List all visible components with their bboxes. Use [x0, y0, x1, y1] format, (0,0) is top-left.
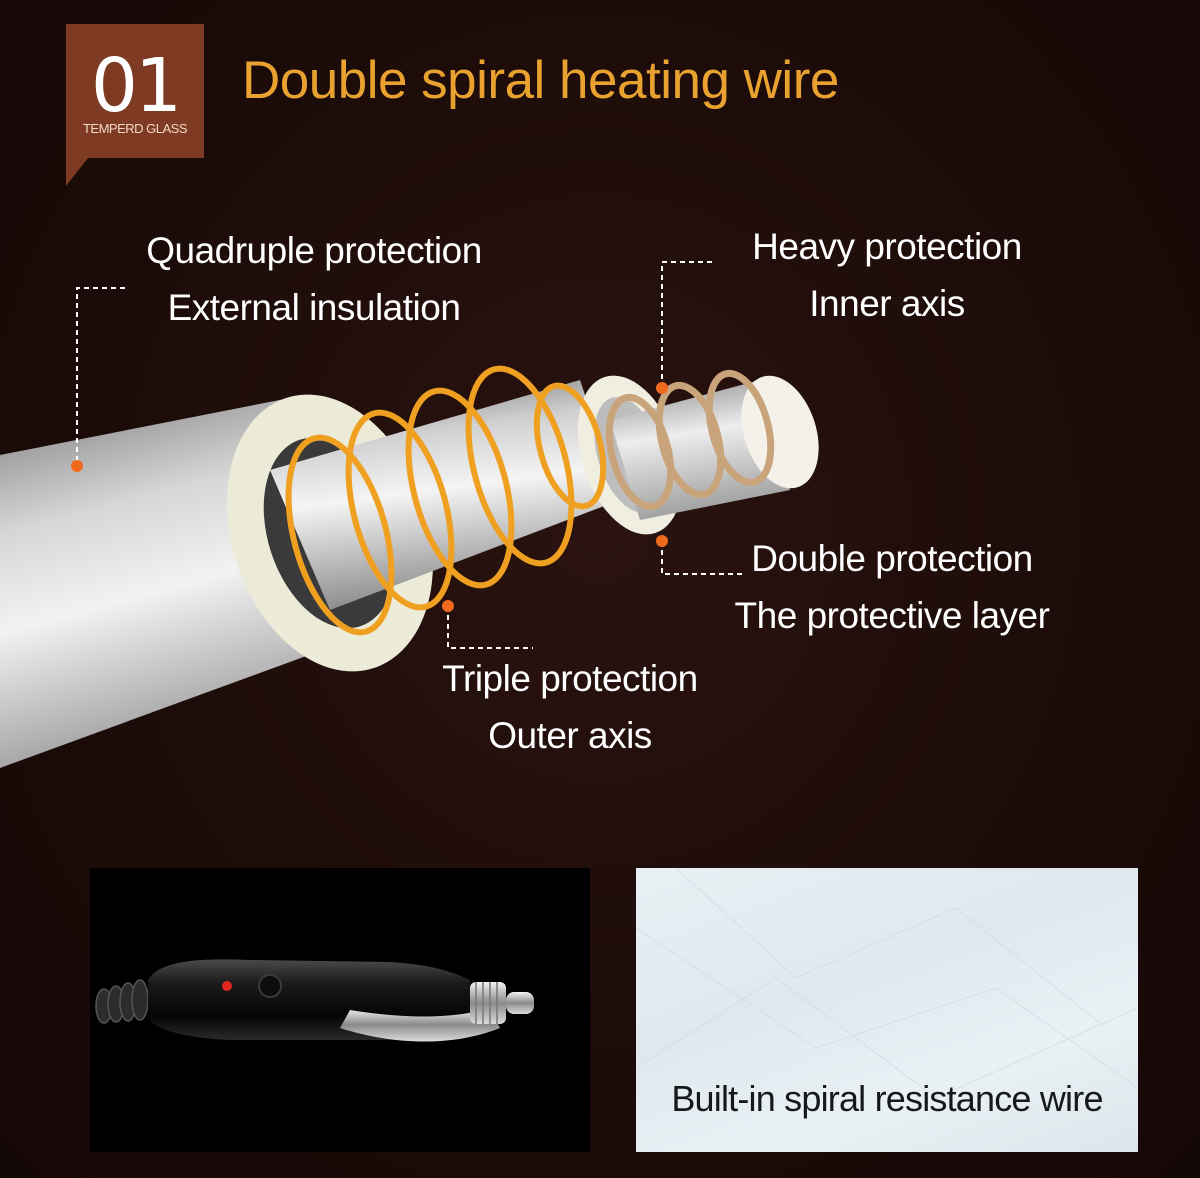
label-quadruple: Quadruple protection External insulation	[138, 222, 490, 336]
leader-triple	[442, 600, 533, 649]
photo-caption: Built-in spiral resistance wire	[671, 1078, 1103, 1119]
label-heavy-line1: Heavy protection	[752, 226, 1022, 267]
label-double-line2: The protective layer	[734, 595, 1050, 636]
leader-quadruple	[71, 287, 125, 472]
heating-tube-diagram	[0, 261, 819, 768]
inner-spiral-wire	[605, 369, 775, 511]
page-title: Double spiral heating wire	[242, 51, 839, 110]
marker-heavy	[656, 382, 668, 394]
badge-shape	[66, 24, 204, 186]
label-quadruple-line2: External insulation	[167, 287, 461, 328]
car-cigarette-lighter-plug-icon	[95, 959, 534, 1042]
label-heavy: Heavy protection Inner axis	[746, 218, 1028, 332]
badge-subtitle: TEMPERD GLASS	[82, 121, 188, 136]
leader-double	[656, 535, 745, 575]
fabric-texture	[636, 868, 1138, 1099]
label-triple-line1: Triple protection	[442, 658, 698, 699]
outer-spiral-wire	[285, 365, 607, 636]
resistance-wire-photo: Built-in spiral resistance wire	[636, 868, 1138, 1152]
marker-quadruple	[71, 460, 83, 472]
badge-number: 01	[90, 43, 182, 129]
marker-double	[656, 535, 668, 547]
car-plug-photo	[90, 868, 590, 1152]
label-quadruple-line1: Quadruple protection	[146, 230, 482, 271]
label-triple-line2: Outer axis	[488, 715, 652, 756]
label-heavy-line2: Inner axis	[809, 283, 965, 324]
label-double-line1: Double protection	[751, 538, 1033, 579]
leader-heavy	[656, 261, 712, 394]
label-double: Double protection The protective layer	[728, 530, 1056, 644]
marker-triple	[442, 600, 454, 612]
section-badge: 01 TEMPERD GLASS	[66, 24, 204, 186]
label-triple: Triple protection Outer axis	[432, 650, 708, 764]
